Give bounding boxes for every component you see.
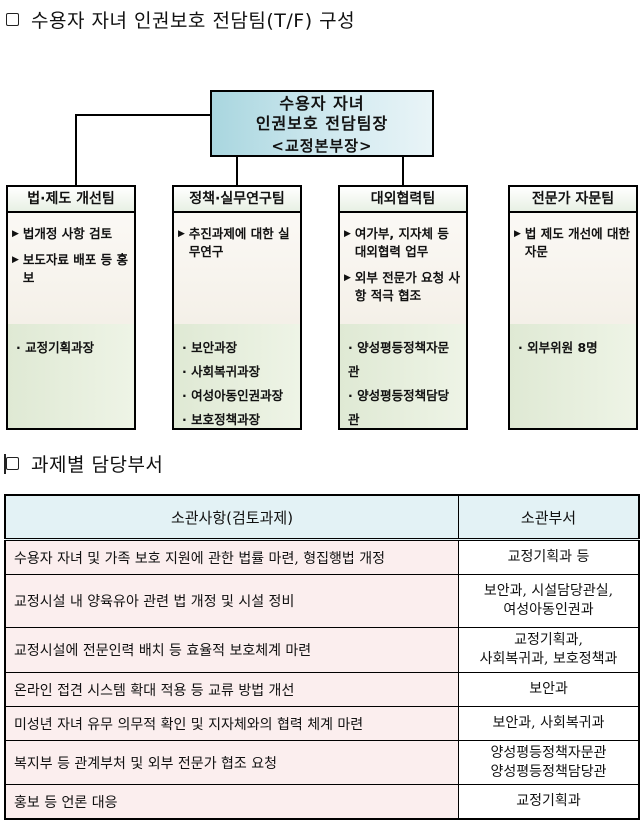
table-row: 미성년 자녀 유무 의무적 확인 및 지자체와의 협력 체계 마련 보안과, 사… (4, 706, 640, 741)
task-item: ▶여가부, 지자체 등 대외협력 업무 (344, 226, 449, 259)
connector-line (236, 157, 238, 186)
task-item: ▶외부 전문가 요청 사항 적극 협조 (344, 270, 460, 303)
member-item: 사회복귀과장 (182, 360, 294, 384)
table-row: 홍보 등 언론 대응 교정기획과 (4, 784, 640, 820)
member-item: 여성아동인권과장 (182, 384, 294, 408)
triangle-bullet-icon: ▶ (12, 229, 19, 239)
team-box-policy-research: 정책·실무연구팀 ▶추진과제에 대한 실무연구 보안과장 사회복귀과장 여성아동… (172, 185, 302, 430)
triangle-bullet-icon: ▶ (514, 229, 521, 239)
member-item: 양성평등정책자문관 (348, 336, 460, 384)
task-cell: 온라인 접견 시스템 확대 적용 등 교류 방법 개선 (4, 672, 460, 707)
dept-cell: 보안과, 사회복귀과 (458, 706, 640, 741)
member-item: 양성평등정책담당관 (348, 384, 460, 432)
connector-line (402, 157, 404, 186)
task-cell: 미성년 자녀 유무 의무적 확인 및 지자체와의 협력 체계 마련 (4, 706, 460, 741)
team-tasks: ▶여가부, 지자체 등 대외협력 업무 ▶외부 전문가 요청 사항 적극 협조 (340, 213, 466, 325)
team-tasks: ▶추진과제에 대한 실무연구 (174, 213, 300, 325)
task-item: ▶법개정 사항 검토 (12, 226, 113, 241)
team-leader-box: 수용자 자녀 인권보호 전담팀장 <교정본부장> (210, 90, 434, 157)
member-item: 보호정책과장 (182, 408, 294, 432)
team-tasks: ▶법 제도 개선에 대한 자문 (510, 213, 636, 325)
team-members: 교정기획과장 (8, 324, 134, 428)
table-row: 온라인 접견 시스템 확대 적용 등 교류 방법 개선 보안과 (4, 672, 640, 707)
team-name: 법·제도 개선팀 (8, 187, 134, 213)
team-members: 보안과장 사회복귀과장 여성아동인권과장 보호정책과장 (174, 324, 300, 428)
member-item: 보안과장 (182, 336, 294, 360)
dept-cell: 교정기획과,사회복귀과, 보호정책과 (458, 627, 640, 673)
task-item: ▶법 제도 개선에 대한 자문 (514, 226, 630, 259)
member-item: 외부위원 8명 (518, 336, 630, 360)
cursor-bar-icon (4, 453, 6, 474)
table-header-row: 소관사항(검토과제) 소관부서 (4, 494, 640, 541)
triangle-bullet-icon: ▶ (344, 273, 351, 283)
team-members: 외부위원 8명 (510, 324, 636, 428)
task-cell: 교정시설에 전문인력 배치 등 효율적 보호체계 마련 (4, 627, 460, 673)
task-item: ▶보도자료 배포 등 홍보 (12, 252, 128, 285)
team-name: 대외협력팀 (340, 187, 466, 213)
section-title-departments: 과제별 담당부서 (4, 450, 164, 477)
task-item: ▶추진과제에 대한 실무연구 (178, 226, 290, 259)
connector-line (75, 114, 77, 186)
table-row: 교정시설에 전문인력 배치 등 효율적 보호체계 마련 교정기획과,사회복귀과,… (4, 627, 640, 673)
team-name: 정책·실무연구팀 (174, 187, 300, 213)
section-title-team-composition: 수용자 자녀 인권보호 전담팀(T/F) 구성 (6, 6, 355, 33)
task-cell: 수용자 자녀 및 가족 보호 지원에 관한 법률 마련, 형집행법 개정 (4, 539, 460, 575)
department-assignment-table: 소관사항(검토과제) 소관부서 수용자 자녀 및 가족 보호 지원에 관한 법률… (4, 494, 640, 820)
triangle-bullet-icon: ▶ (344, 229, 351, 239)
team-box-external-cooperation: 대외협력팀 ▶여가부, 지자체 등 대외협력 업무 ▶외부 전문가 요청 사항 … (338, 185, 468, 430)
checkbox-square-icon (6, 457, 19, 470)
triangle-bullet-icon: ▶ (178, 229, 185, 239)
table-row: 수용자 자녀 및 가족 보호 지원에 관한 법률 마련, 형집행법 개정 교정기… (4, 539, 640, 575)
team-box-law-system: 법·제도 개선팀 ▶법개정 사항 검토 ▶보도자료 배포 등 홍보 교정기획과장 (6, 185, 136, 430)
section-title-text: 수용자 자녀 인권보호 전담팀(T/F) 구성 (31, 10, 356, 32)
team-leader-line1: 수용자 자녀 (279, 94, 365, 113)
member-item: 교정기획과장 (16, 336, 128, 360)
triangle-bullet-icon: ▶ (12, 255, 19, 265)
team-leader-role: <교정본부장> (271, 137, 373, 155)
dept-cell: 보안과 (458, 672, 640, 707)
task-cell: 홍보 등 언론 대응 (4, 784, 460, 820)
column-header-dept: 소관부서 (458, 494, 640, 541)
section-title-text: 과제별 담당부서 (31, 454, 164, 476)
dept-cell: 보안과, 시설담당관실,여성아동인권과 (458, 574, 640, 628)
task-cell: 복지부 등 관계부처 및 외부 전문가 협조 요청 (4, 740, 460, 785)
team-members: 양성평등정책자문관 양성평등정책담당관 (340, 324, 466, 428)
connector-line (75, 114, 211, 116)
team-name: 전문가 자문팀 (510, 187, 636, 213)
checkbox-square-icon (6, 13, 19, 26)
column-header-task: 소관사항(검토과제) (4, 494, 460, 541)
team-leader-line2: 인권보호 전담팀장 (255, 114, 389, 133)
team-tasks: ▶법개정 사항 검토 ▶보도자료 배포 등 홍보 (8, 213, 134, 325)
dept-cell: 교정기획과 (458, 784, 640, 820)
task-cell: 교정시설 내 양육유아 관련 법 개정 및 시설 정비 (4, 574, 460, 628)
team-box-expert-advisory: 전문가 자문팀 ▶법 제도 개선에 대한 자문 외부위원 8명 (508, 185, 638, 430)
table-row: 교정시설 내 양육유아 관련 법 개정 및 시설 정비 보안과, 시설담당관실,… (4, 574, 640, 628)
dept-cell: 교정기획과 등 (458, 539, 640, 575)
